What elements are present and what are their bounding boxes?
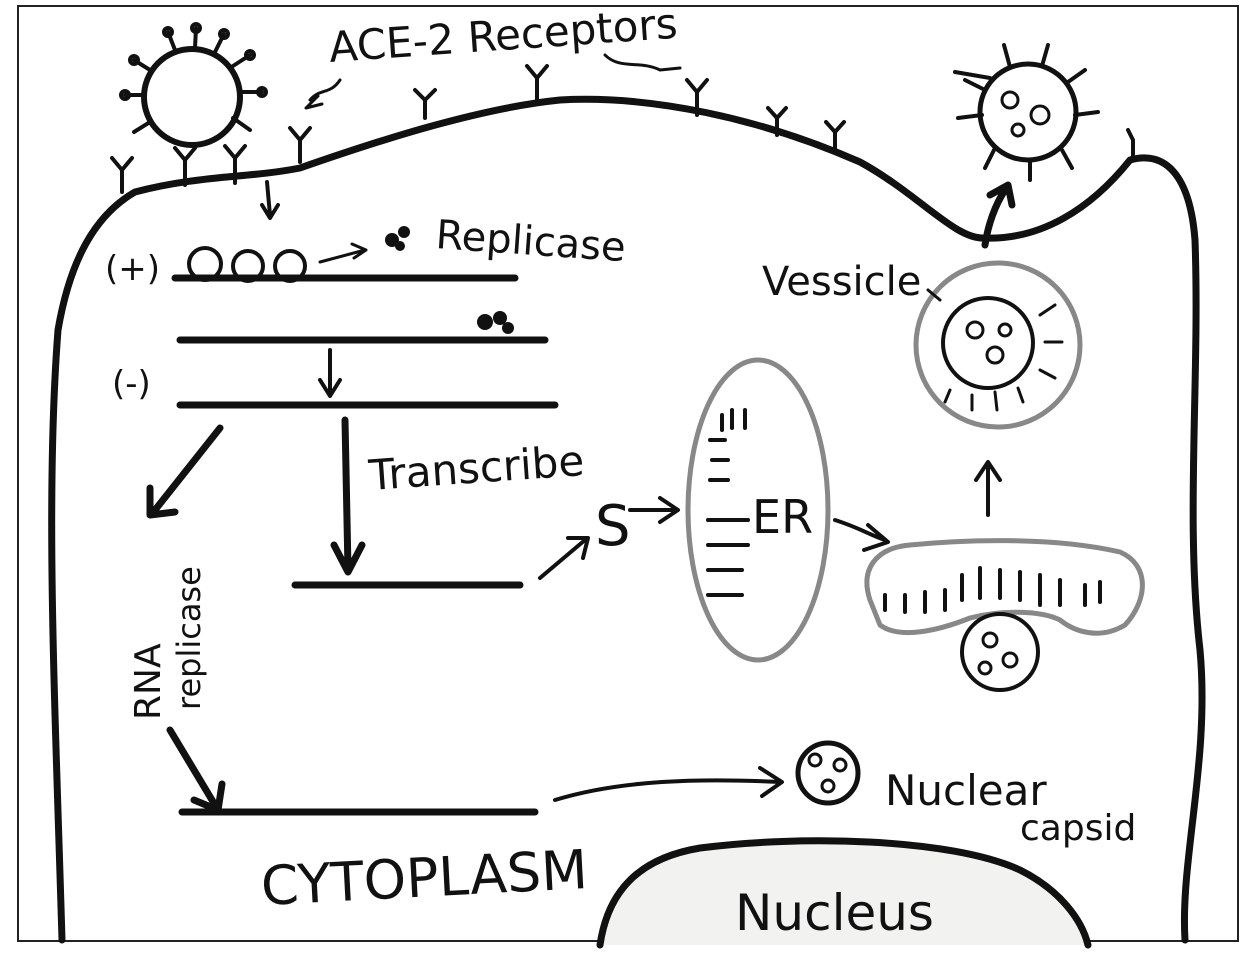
replicase-arrow-lower	[170, 730, 222, 810]
er-label: ER	[752, 490, 813, 544]
spike-label: S	[595, 494, 631, 559]
receptor-icon	[1128, 130, 1133, 158]
receptor-pointer-arrow	[605, 55, 680, 70]
receptors-label: ACE-2 Receptors	[327, 0, 679, 72]
nuclear-capsid-icon	[798, 743, 858, 803]
plus-strand-label: (+)	[105, 249, 160, 289]
replicase-label: Replicase	[434, 212, 627, 271]
cytoplasm-label: CYTOPLASM	[259, 838, 589, 918]
down-arrow	[320, 350, 340, 396]
vessicle-label: Vessicle	[762, 259, 921, 305]
vesicle-organelle	[916, 263, 1080, 427]
replicase-arrow-upper	[150, 428, 220, 515]
receptor-icon	[415, 90, 435, 118]
receptor-icon	[527, 66, 547, 100]
rna-replicase-label-line1: RNA	[128, 643, 169, 720]
nuclear-capsid-label-line2: capsid	[1020, 808, 1136, 849]
golgi-body	[867, 541, 1142, 690]
receptor-icon	[112, 158, 132, 192]
receptor-pointer-arrow	[306, 80, 340, 108]
transcribe-label: Transcribe	[366, 436, 585, 500]
receptor-icon	[290, 128, 310, 162]
to-spike-arrow	[540, 538, 588, 578]
to-capsid-arrow	[555, 768, 782, 800]
minus-strand-label: (-)	[112, 364, 151, 404]
released-virus-icon	[955, 45, 1098, 180]
er-to-golgi-arrow	[835, 520, 888, 550]
rna-replicase-label-line2: replicase	[170, 566, 208, 710]
nucleus-label: Nucleus	[735, 884, 934, 942]
transcribe-arrow	[334, 420, 362, 572]
spike-to-er-arrow	[630, 498, 678, 522]
golgi-to-vesicle-arrow	[976, 462, 1000, 515]
